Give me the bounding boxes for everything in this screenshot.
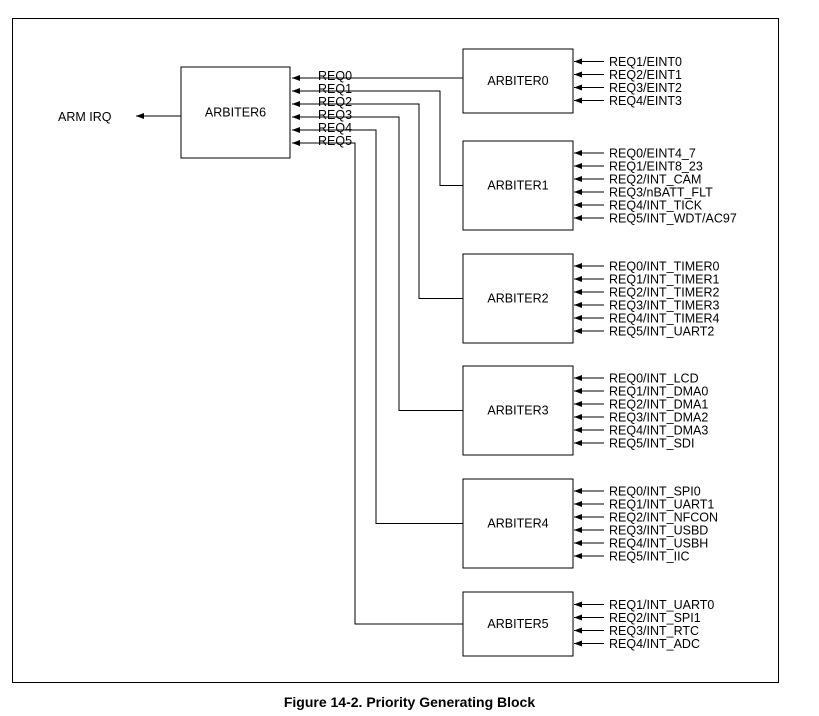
arbiter2-input-label: REQ1/INT_TIMER1 — [609, 273, 719, 287]
arbiter2-output-wire — [292, 101, 463, 299]
arbiter3-input-label: REQ2/INT_DMA1 — [609, 398, 708, 412]
arbiter4-input-label: REQ5/INT_IIC — [609, 550, 690, 564]
arbiter5-input-label: REQ1/INT_UART0 — [609, 598, 714, 612]
figure-caption: Figure 14-2. Priority Generating Block — [283, 694, 536, 710]
arbiter2-input-label: REQ3/INT_TIMER3 — [609, 299, 719, 313]
arbiter0-input-label: REQ4/EINT3 — [609, 94, 682, 108]
arbiter2-input-label: REQ5/INT_UART2 — [609, 325, 714, 339]
arbiter6-box — [180, 66, 291, 159]
arbiter1-input-label: REQ2/INT_CAM — [609, 173, 701, 187]
arbiter4-input-label: REQ2/INT_NFCON — [609, 511, 718, 525]
arbiter5-label: ARBITER5 — [487, 617, 548, 631]
arbiter6-input-label: REQ0 — [318, 69, 352, 83]
arbiter4-input-label: REQ4/INT_USBH — [609, 537, 708, 551]
arbiter6-input-label: REQ2 — [318, 95, 352, 109]
arbiter0-input-label: REQ1/EINT0 — [609, 55, 682, 69]
arbiter4-output-wire — [292, 127, 463, 524]
arbiter6-label: ARBITER6 — [205, 106, 266, 120]
arbiter1-input-label: REQ5/INT_WDT/AC97 — [609, 212, 737, 226]
arbiter6-input-label: REQ5 — [318, 134, 352, 148]
arbiter3-input-label: REQ3/INT_DMA2 — [609, 411, 708, 425]
arbiter5-input-label: REQ3/INT_RTC — [609, 624, 699, 638]
arbiter2-input-label: REQ0/INT_TIMER0 — [609, 260, 719, 274]
arbiter4-label: ARBITER4 — [487, 517, 548, 531]
arbiter0-label: ARBITER0 — [487, 74, 548, 88]
arbiter1-label: ARBITER1 — [487, 179, 548, 193]
arbiter5-input-label: REQ4/INT_ADC — [609, 637, 700, 651]
diagram-frame — [12, 18, 779, 683]
arbiter3-input-label: REQ0/INT_LCD — [609, 372, 699, 386]
arbiter5-output-wire — [292, 140, 463, 625]
arbiter1-input-label: REQ1/EINT8_23 — [609, 160, 703, 174]
arbiter6-input-label: REQ4 — [318, 121, 352, 135]
arbiter0-input-label: REQ3/EINT2 — [609, 81, 682, 95]
arbiter0-input-label: REQ2/EINT1 — [609, 68, 682, 82]
arbiter4-input-label: REQ1/INT_UART1 — [609, 498, 714, 512]
arbiter3-output-wire — [292, 114, 463, 411]
arbiter3-label: ARBITER3 — [487, 404, 548, 418]
arbiter0-box — [462, 48, 574, 114]
arbiter4-input-label: REQ3/INT_USBD — [609, 524, 708, 538]
arbiter1-input-label: REQ4/INT_TICK — [609, 199, 703, 213]
arbiter3-input-label: REQ1/INT_DMA0 — [609, 385, 708, 399]
arbiter1-input-label: REQ3/nBATT_FLT — [609, 186, 713, 200]
arbiter1-output-wire — [292, 88, 463, 186]
arbiter6-input-label: REQ3 — [318, 108, 352, 122]
arbiter1-input-label: REQ0/EINT4_7 — [609, 147, 696, 161]
arbiter4-input-label: REQ0/INT_SPI0 — [609, 485, 701, 499]
arbiter2-input-label: REQ2/INT_TIMER2 — [609, 286, 719, 300]
arbiter2-input-label: REQ4/INT_TIMER4 — [609, 312, 719, 326]
arbiter3-input-label: REQ5/INT_SDI — [609, 437, 694, 451]
arm-irq-label: ARM IRQ — [58, 110, 112, 124]
arbiter5-input-label: REQ2/INT_SPI1 — [609, 611, 701, 625]
arbiter3-input-label: REQ4/INT_DMA3 — [609, 424, 708, 438]
arbiter6-input-label: REQ1 — [318, 82, 352, 96]
arbiter2-label: ARBITER2 — [487, 292, 548, 306]
